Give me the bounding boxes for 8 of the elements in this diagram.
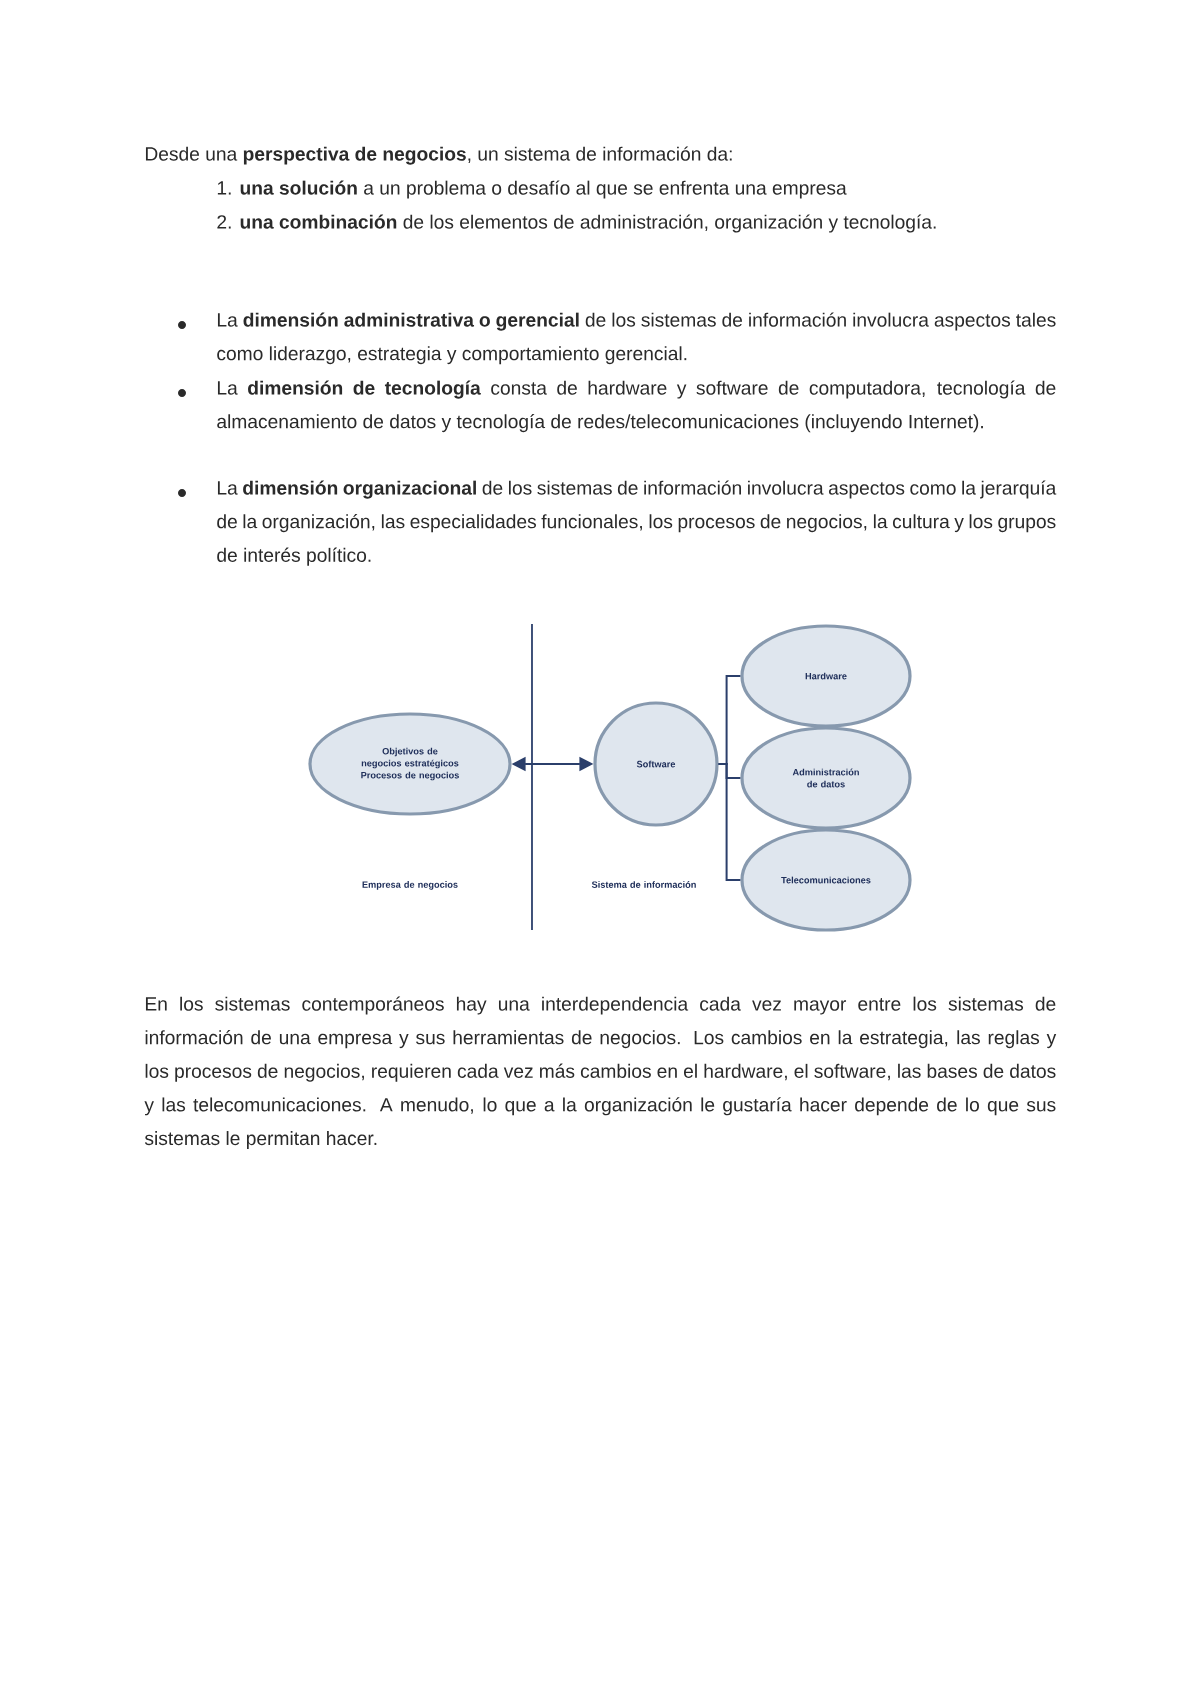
paragraph: Desde una perspectiva de negocios, un sistema de información da: <box>145 146 732 165</box>
bullet-item: La dimensión organizacional de los sistemas de información involucra aspectos como la jerarquía de la organización, las especialidades funcionales, los procesos de negocios, la cultura y los grupos de interés político. <box>178 480 1057 566</box>
bullet-item: La dimensión administrativa o gerencial de los sistemas de información involucra aspectos tales como liderazgo, estrategia y comportamiento gerencial. <box>178 312 1056 365</box>
paragraph: En los sistemas contemporáneos hay una interdependencia cada vez mayor entre los sistemas de información de una empresa y sus herramientas de negocios. Los cambios en la estrategia, las reglas y los procesos de negocios, requieren cada vez más cambios en el hardware, el software, las bases de datos y las telecomunicaciones. A menudo, lo que a la organización le gustaría hacer depende de lo que sus sistemas le permitan hacer. <box>144 996 1057 1149</box>
list-item: 1. una solución a un problema o desafío al que se enfrenta una empresa <box>217 180 847 199</box>
bullet-item: La dimensión de tecnología consta de hardware y software de computadora, tecnología de almacenamiento de datos y tecnología de redes/telecomunicaciones (incluyendo Internet). <box>178 380 1056 433</box>
list-item: 2. una combinación de los elementos de administración, organización y tecnología. <box>217 214 936 233</box>
connector-line <box>717 763 742 881</box>
